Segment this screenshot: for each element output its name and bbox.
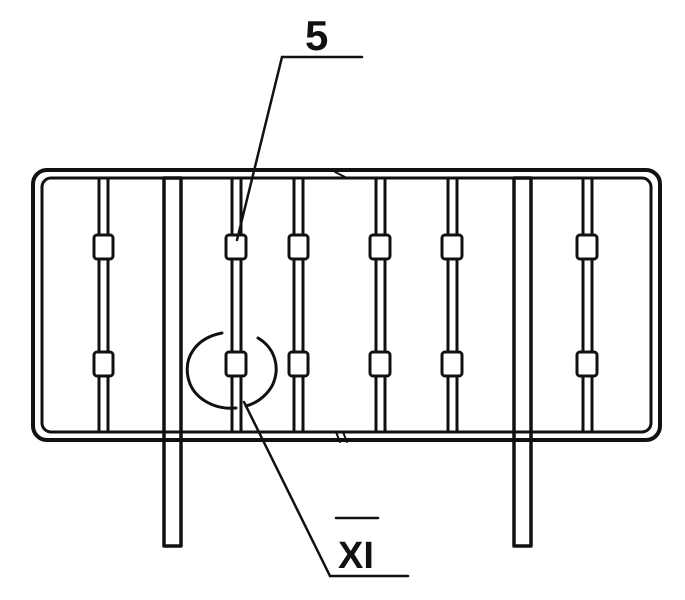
baluster	[368, 178, 392, 434]
baluster	[287, 178, 310, 434]
railing-posts	[162, 176, 533, 548]
detail-reference-label: XI	[338, 535, 374, 577]
part-number-label: 5	[305, 12, 328, 59]
balusters	[92, 178, 599, 434]
leader-detail-xi	[242, 400, 410, 578]
baluster	[92, 178, 115, 434]
detail-circle	[185, 331, 278, 410]
baluster	[440, 178, 464, 434]
railing-frame	[31, 168, 662, 443]
leader-part-5	[235, 55, 364, 242]
baluster	[575, 178, 599, 434]
